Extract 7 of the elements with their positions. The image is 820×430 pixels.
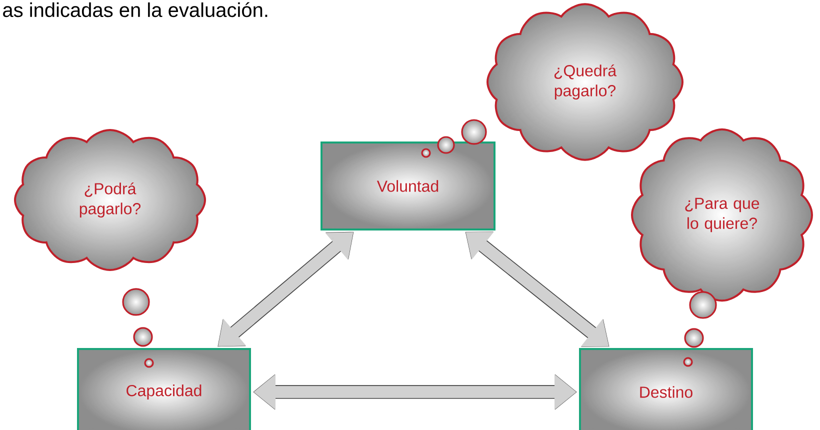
gradient-box: Voluntad bbox=[320, 142, 496, 230]
heading-text: as indicadas en la evaluación. bbox=[3, 2, 268, 18]
thought-cloud: ¿Quedrá pagarlo? bbox=[486, 3, 684, 161]
thought-cloud: ¿Podrá pagarlo? bbox=[14, 128, 206, 272]
gradient-box: Capacidad bbox=[77, 348, 251, 430]
thought-cloud: ¿Para que lo quiere? bbox=[631, 128, 813, 302]
gradient-box: Destino bbox=[579, 348, 753, 430]
